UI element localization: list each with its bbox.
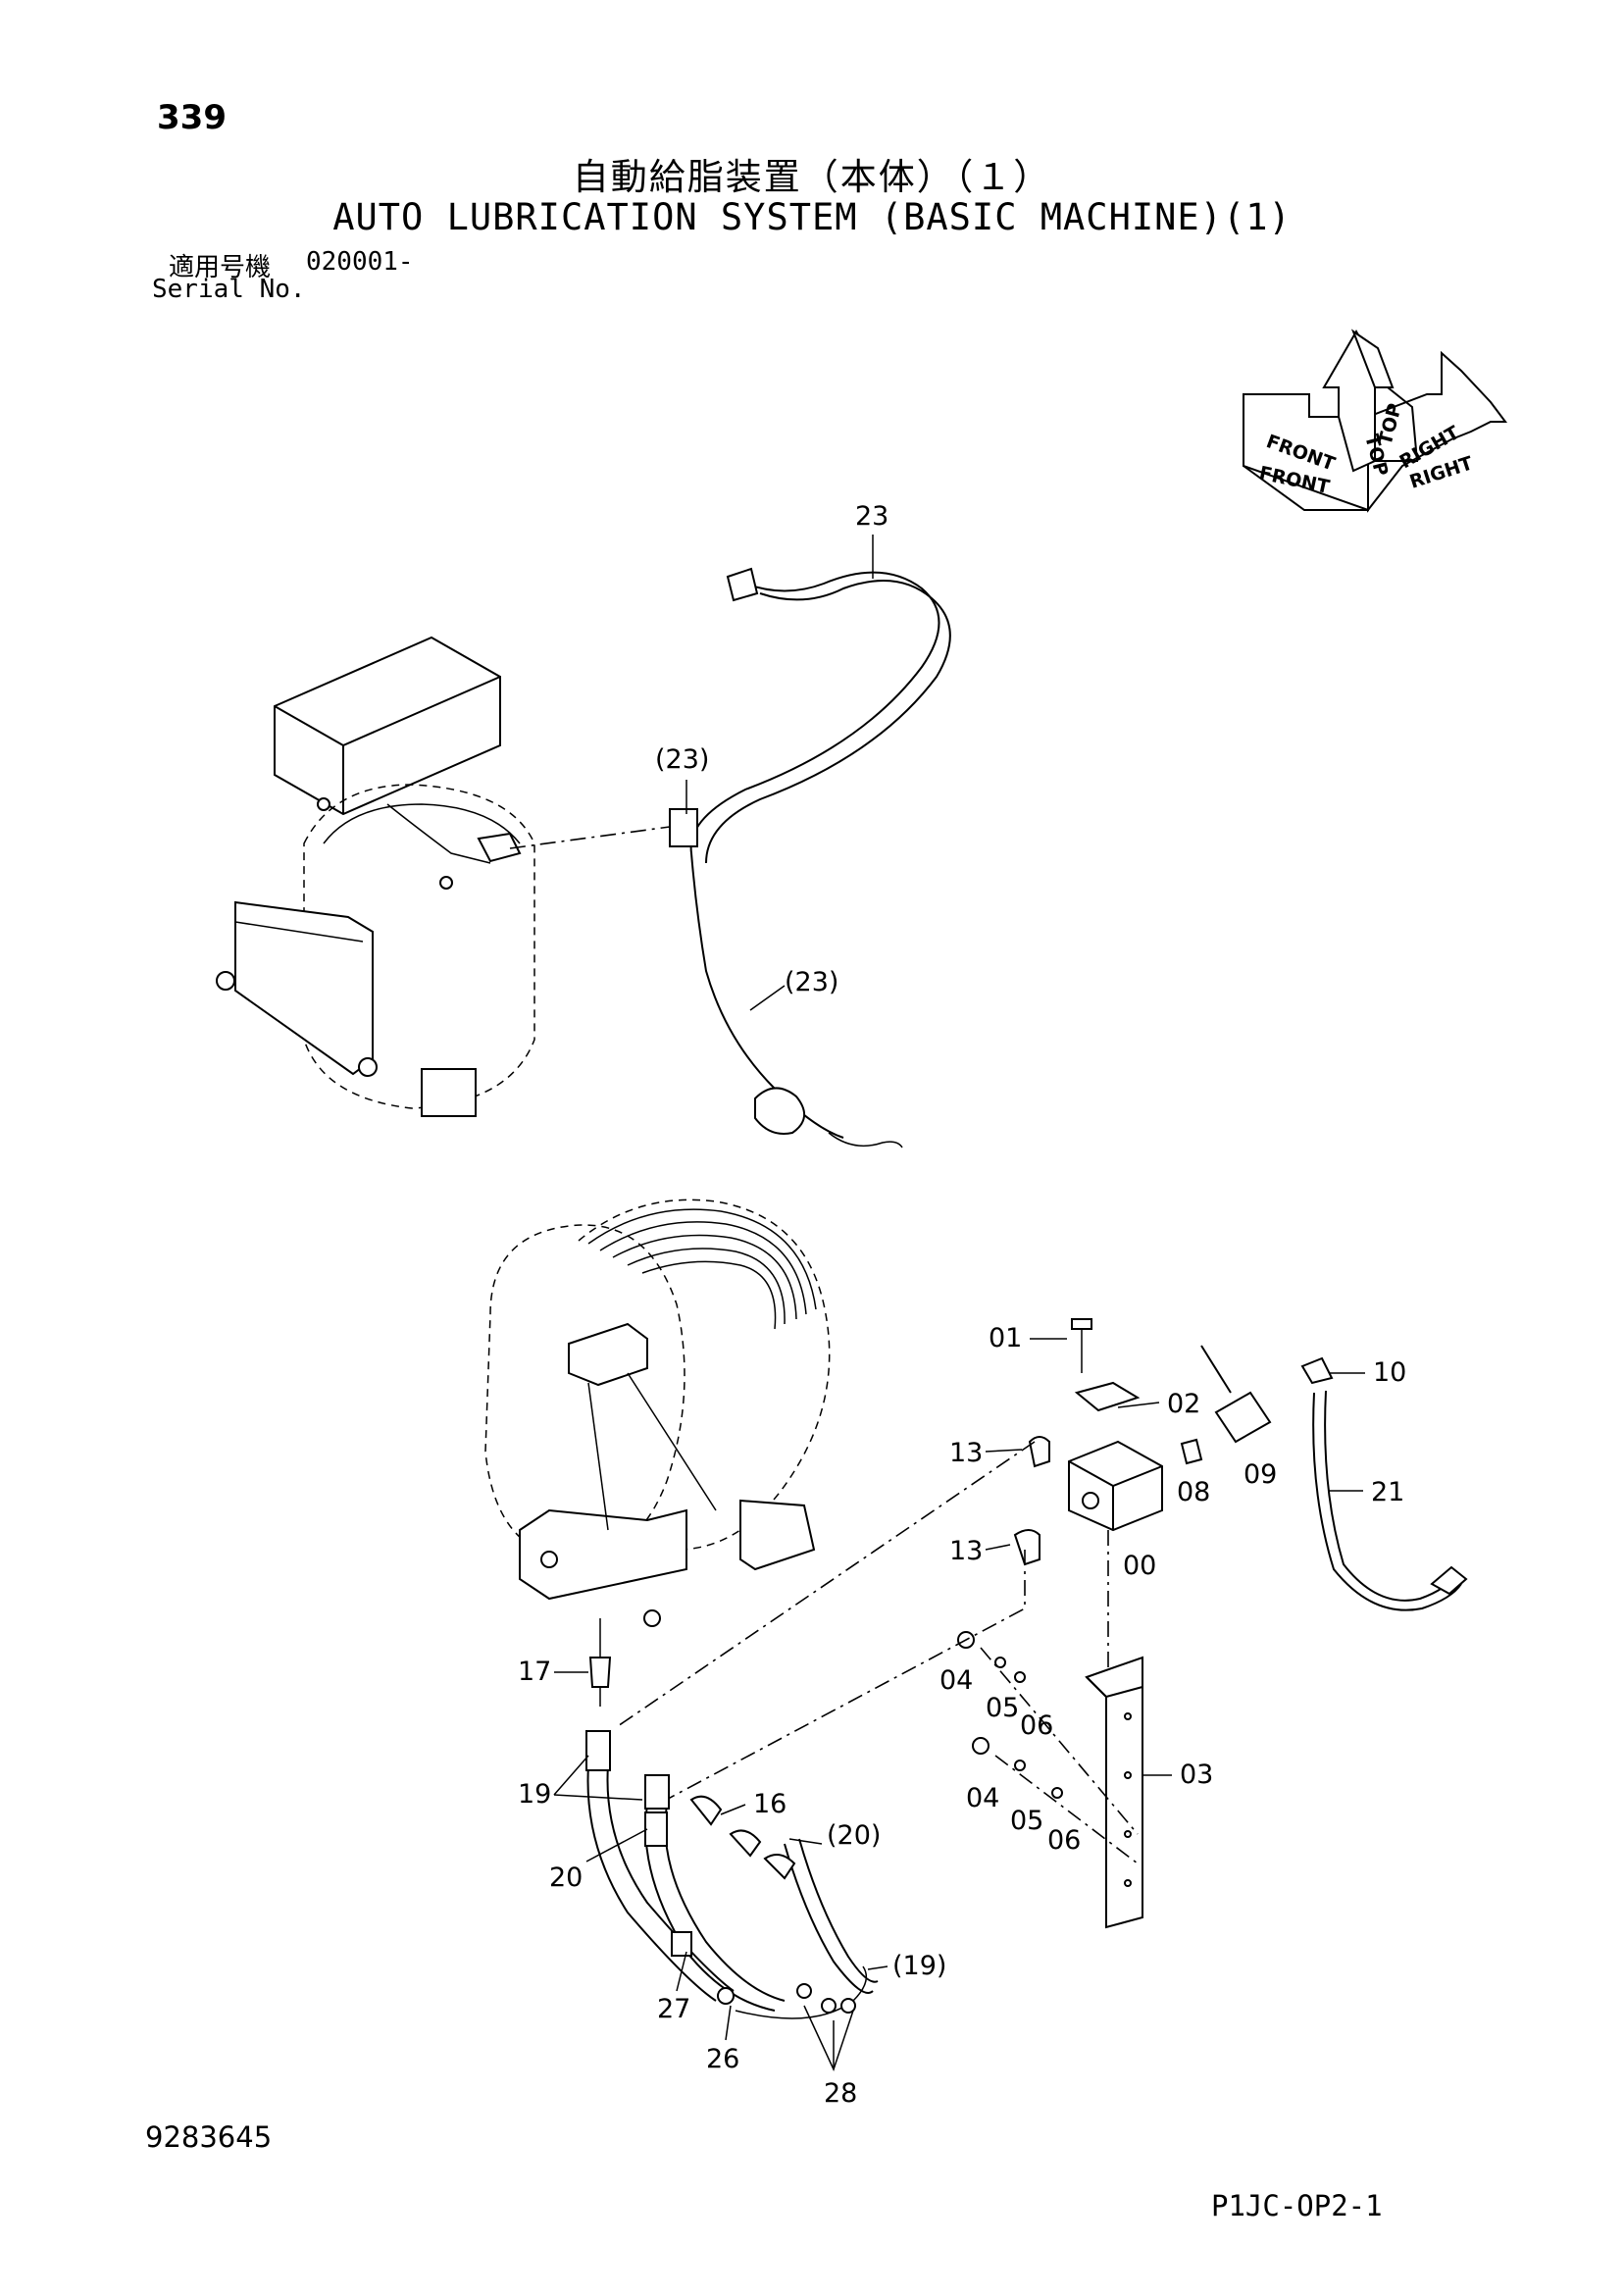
callout-06-upper: 06: [1020, 1710, 1053, 1741]
callout-08: 08: [1177, 1477, 1210, 1507]
orientation-indicator: FRONT FRONT TOP TOP RIGHT RIGHT: [1243, 329, 1507, 513]
wiring-harness-drawing: [509, 567, 951, 1148]
serial-label-english: Serial No.: [152, 275, 306, 304]
callout-13-upper: 13: [949, 1438, 983, 1468]
callout-02: 02: [1167, 1389, 1200, 1419]
serial-label-japanese: 適用号機: [169, 253, 272, 282]
callout-06-lower: 06: [1047, 1825, 1081, 1856]
callout-10: 10: [1373, 1357, 1406, 1388]
title-english: AUTO LUBRICATION SYSTEM (BASIC MACHINE)(…: [332, 196, 1292, 238]
callout-05-upper: 05: [986, 1693, 1019, 1723]
callout-labels: 23 (23) (23) 01 02 10 13 08 09 21 13 00 …: [518, 501, 1406, 2109]
callout-01: 01: [989, 1323, 1022, 1353]
pump-unit-drawing: [216, 636, 535, 1117]
callout-20-paren: (20): [827, 1820, 881, 1851]
hose-reel-drawing: [484, 1199, 831, 1627]
callout-00: 00: [1123, 1551, 1156, 1581]
callout-04-upper: 04: [939, 1665, 973, 1696]
callout-23-top: 23: [855, 501, 888, 532]
callout-21: 21: [1371, 1477, 1404, 1507]
callout-09: 09: [1243, 1459, 1277, 1490]
drawing-number: 9283645: [145, 2120, 273, 2154]
manifold-and-hose-drawing: [585, 1318, 1468, 2019]
callout-23-connector: (23): [655, 744, 709, 775]
title-japanese: 自動給脂装置（本体）（１）: [572, 156, 1052, 198]
callout-28: 28: [824, 2078, 857, 2109]
callout-19-paren: (19): [892, 1951, 946, 1981]
callout-26: 26: [706, 2044, 739, 2074]
page-code: P1JC-OP2-1: [1211, 2189, 1383, 2222]
callout-13-lower: 13: [949, 1536, 983, 1566]
callout-20: 20: [549, 1862, 583, 1893]
callout-16: 16: [753, 1789, 787, 1819]
callout-23-harness: (23): [785, 967, 838, 997]
callout-17: 17: [518, 1657, 551, 1687]
callout-04-lower: 04: [966, 1783, 999, 1813]
leader-lines: [553, 535, 1365, 2072]
callout-03: 03: [1180, 1760, 1213, 1790]
callout-27: 27: [657, 1994, 690, 2024]
callout-19: 19: [518, 1779, 551, 1810]
callout-05-lower: 05: [1010, 1806, 1043, 1836]
page-number: 339: [157, 98, 227, 137]
serial-number-value: 020001-: [306, 247, 414, 277]
